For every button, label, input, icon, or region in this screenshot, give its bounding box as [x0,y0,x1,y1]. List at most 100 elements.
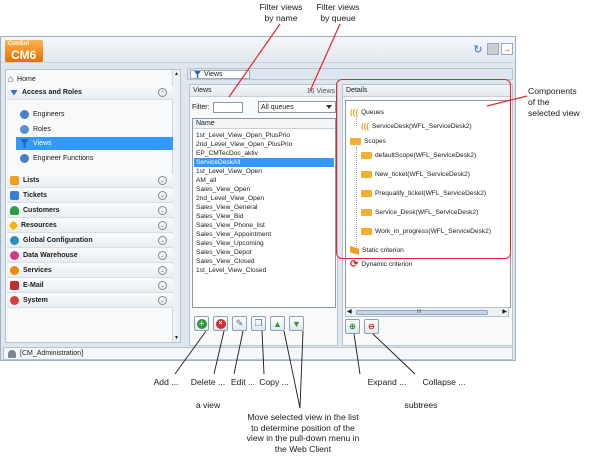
annotation-filter-by-name: Filter views by name [259,2,303,23]
list-item-selected[interactable]: ServiceDeskAll [194,158,334,167]
logout-icon[interactable]: → [501,43,513,55]
tree-node-scope[interactable]: New_ticket(WFL_ServiceDesk2) [361,169,470,180]
tree-node-queues[interactable]: ((( Queues [350,107,384,118]
nav-group-global-configuration[interactable]: Global Configuration ⌄ [7,234,173,248]
annotation-subtrees: subtrees [404,400,438,410]
nav-group-label: Customers [23,207,60,214]
nav-item-roles[interactable]: Roles [16,123,173,136]
details-panel: Details ((( Queues ((( ServiceDesk(WFL_S… [342,84,513,346]
nav-item-views[interactable]: Views [16,137,173,150]
list-item[interactable]: Sales_View_Closed [196,258,255,265]
tree-node-scope[interactable]: Service_Desk(WFL_ServiceDesk2) [361,207,478,218]
tree-node-static-criterion[interactable]: Static criterion [350,245,404,256]
tree-node-scopes[interactable]: Scopes [350,136,386,147]
nav-group-lists[interactable]: Lists ⌄ [7,174,173,188]
scrollbar-grip: III [417,309,422,315]
details-horizontal-scrollbar[interactable]: ◀ III ▶ [345,307,509,317]
nav-group-tickets[interactable]: Tickets ⌄ [7,189,173,203]
move-down-button[interactable]: ▼ [289,316,304,331]
annotation-edit: Edit ... [230,377,256,387]
filter-label: Filter: [192,103,210,111]
scroll-right-icon[interactable]: ▶ [502,309,507,315]
annotation-components: Components of the selected view [528,86,580,118]
nav-group-label: Lists [23,177,40,184]
nav-group-label: E-Mail [23,282,44,289]
views-panel-title-text: Views [193,87,212,94]
tree-node-scope[interactable]: defaultScope(WFL_ServiceDesk2) [361,150,476,161]
chevron-down-icon[interactable]: ⌄ [158,176,167,185]
details-highlight-frame [336,79,511,259]
expand-subtrees-button[interactable]: ⊕ [345,319,360,334]
access-roles-icon [10,89,18,96]
views-panel-title: Views 16 Views [190,85,337,97]
nav-group-email[interactable]: E-Mail ⌄ [7,279,173,293]
zoom-out-icon: ⊖ [368,322,375,331]
list-item[interactable]: EP_CMTecDoc_aktiv [196,150,258,157]
move-up-button[interactable]: ▲ [270,316,285,331]
add-view-button[interactable]: + [194,316,209,331]
list-item[interactable]: Sales_View_Upcoming [196,240,264,247]
tree-node-label: Dynamic criterion [361,261,413,268]
folder-icon [361,190,372,197]
chevron-down-icon[interactable]: ⌄ [158,236,167,245]
list-item[interactable]: 2nd_Level_View_Open_PlusPrio [196,141,293,148]
nav-group-system[interactable]: System ⌄ [7,294,173,308]
nav-group-services[interactable]: Services ⌄ [7,264,173,278]
nav-item-label: Engineer Functions [33,155,94,162]
nav-item-engineer-functions[interactable]: Engineer Functions [16,152,173,165]
line-move-up [283,330,301,409]
list-item[interactable]: Sales_View_Open [196,186,251,193]
chevron-down-icon[interactable]: ⌄ [158,266,167,275]
nav-item-engineers[interactable]: Engineers [16,108,173,121]
tree-node-scope[interactable]: Prequalify_ticket(WFL_ServiceDesk2) [361,188,486,199]
copy-view-button[interactable]: ❐ [251,316,266,331]
disabled-button-icon[interactable] [487,43,499,55]
list-item[interactable]: Sales_View_General [196,204,258,211]
list-item[interactable]: 1st_Level_View_Open [196,168,262,175]
logo-text-main: CM6 [11,48,37,62]
tree-node-label: ServiceDesk(WFL_ServiceDesk2) [372,123,472,130]
scrollbar-thumb[interactable]: III [356,309,488,315]
line-move-down [299,330,304,409]
tree-node-dynamic-criterion[interactable]: ⟳ Dynamic criterion [350,259,412,270]
tab-views[interactable]: Views [190,70,250,79]
chevron-down-icon[interactable]: ⌄ [158,281,167,290]
queue-filter-select[interactable]: All queues [258,101,336,113]
scroll-left-icon[interactable]: ◀ [347,309,352,315]
nav-group-access-and-roles[interactable]: Access and Roles ⌃ [7,86,173,100]
views-list-header[interactable]: Name [193,119,335,129]
tree-node-scope[interactable]: Work_in_progress(WFL_ServiceDesk2) [361,226,491,237]
collapse-subtrees-button[interactable]: ⊖ [364,319,379,334]
tree-node-label: New_ticket(WFL_ServiceDesk2) [375,171,470,178]
refresh-icon[interactable]: ↻ [473,43,483,56]
status-user-text: [CM_Administration] [20,350,84,357]
list-item[interactable]: Sales_View_Bid [196,213,244,220]
customers-icon [10,206,19,215]
tree-node-queue-item[interactable]: ((( ServiceDesk(WFL_ServiceDesk2) [361,121,472,132]
nav-group-resources[interactable]: Resources ⌄ [7,219,173,233]
edit-view-button[interactable]: ✎ [232,316,247,331]
list-item[interactable]: Sales_View_Depot [196,249,252,256]
line-expand [353,333,361,375]
zoom-in-icon: ⊕ [349,322,356,331]
list-item[interactable]: 1st_Level_View_Closed [196,267,267,274]
chevron-up-icon[interactable]: ⌃ [158,88,167,97]
delete-view-button[interactable]: × [213,316,228,331]
nav-group-data-warehouse[interactable]: Data Warehouse ⌄ [7,249,173,263]
line-delete [213,330,225,375]
filter-name-input[interactable] [212,101,243,113]
chevron-down-icon[interactable]: ⌄ [158,206,167,215]
list-item[interactable]: 2nd_Level_View_Open [196,195,265,202]
folder-icon [361,209,372,216]
list-item[interactable]: Sales_View_Phone_list [196,222,265,229]
chevron-down-icon[interactable]: ⌄ [158,191,167,200]
chevron-down-icon[interactable]: ⌄ [158,296,167,305]
list-item[interactable]: AM_all [196,177,217,184]
list-item[interactable]: Sales_View_Appointment [196,231,272,238]
chevron-down-icon[interactable]: ⌄ [158,221,167,230]
folder-icon [361,171,372,178]
list-item[interactable]: 1st_Level_View_Open_PlusPrio [196,132,291,139]
nav-home[interactable]: ⌂ Home [8,73,36,85]
nav-group-customers[interactable]: Customers ⌄ [7,204,173,218]
chevron-down-icon[interactable]: ⌄ [158,251,167,260]
